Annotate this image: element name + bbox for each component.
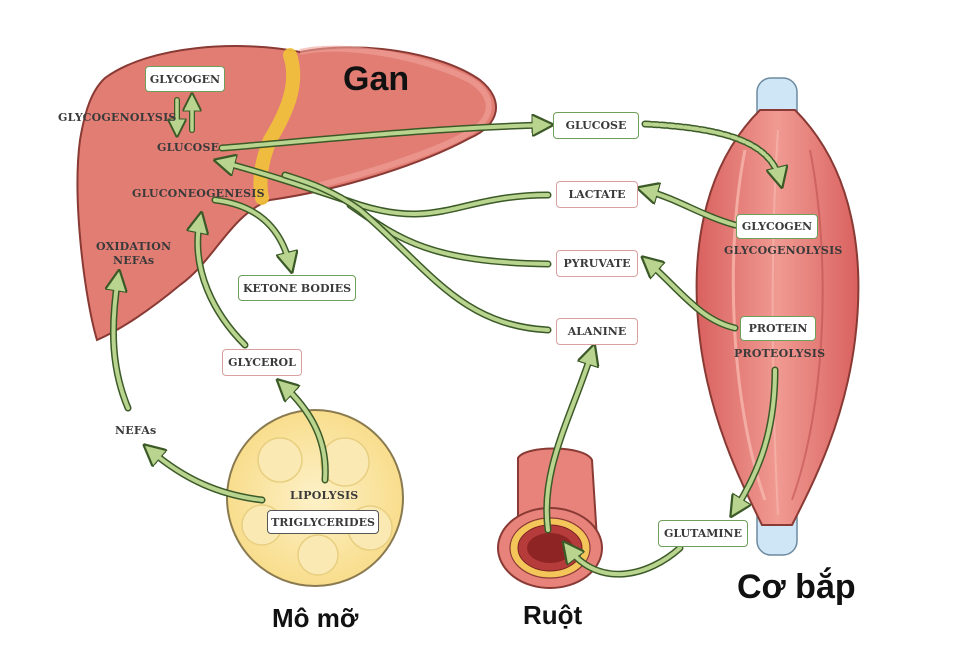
proteolysis-label: PROTEOLYSIS bbox=[734, 347, 826, 360]
liver-glucose-label: GLUCOSE bbox=[157, 141, 220, 154]
arrow-glucose-muscle bbox=[641, 120, 780, 180]
triglycerides-box: TRIGLYCERIDES bbox=[267, 510, 379, 534]
liver-title: Gan bbox=[343, 60, 410, 98]
intestine-title: Ruột bbox=[523, 600, 583, 630]
arrow-liver-glucose-out bbox=[218, 125, 545, 152]
arrow-glycogen-glucose bbox=[177, 100, 192, 130]
pyruvate-box: PYRUVATE bbox=[556, 250, 638, 277]
arrow-ketone bbox=[211, 196, 290, 265]
arrow-nefas-oxidation bbox=[113, 278, 132, 412]
arrow-protein-pyruvate bbox=[648, 262, 739, 332]
arrow-glycerol-liver bbox=[198, 220, 249, 349]
lipolysis-label: LIPOLYSIS bbox=[290, 489, 359, 502]
nefas-label: NEFAs bbox=[115, 424, 157, 437]
glutamine-box: GLUTAMINE bbox=[658, 520, 748, 547]
adipose-illustration bbox=[226, 409, 404, 587]
arrow-lipolysis-glycerol bbox=[283, 385, 329, 484]
muscle-title: Cơ bắp bbox=[737, 568, 856, 606]
arrow-pyruvate-liver bbox=[346, 201, 552, 268]
arrow-glutamine-intestine bbox=[568, 548, 684, 578]
gluconeogenesis-label: GLUCONEOGENESIS bbox=[132, 187, 265, 200]
arrow-proteolysis-glutamine bbox=[735, 366, 779, 510]
ketone-bodies-box: KETONE BODIES bbox=[238, 275, 356, 301]
oxidation-line2: NEFAs bbox=[112, 254, 155, 267]
glycerol-box: GLYCEROL bbox=[222, 349, 302, 376]
alanine-box: ALANINE bbox=[556, 318, 638, 345]
liver-glycogenolysis-label: GLYCOGENOLYSIS bbox=[58, 111, 177, 124]
muscle-glycogen-box: GLYCOGEN bbox=[736, 214, 818, 239]
liver-glycogen-box: GLYCOGEN bbox=[145, 66, 225, 92]
oxidation-label: OXIDATION NEFAs bbox=[96, 240, 171, 268]
muscle-glycogenolysis-label: GLYCOGENOLYSIS bbox=[724, 244, 843, 257]
oxidation-line1: OXIDATION bbox=[96, 240, 172, 253]
arrows bbox=[113, 100, 780, 578]
arrow-muscle-lactate bbox=[645, 190, 739, 229]
arrow-alanine-liver bbox=[281, 171, 552, 334]
glucose-box: GLUCOSE bbox=[553, 112, 639, 139]
adipose-title: Mô mỡ bbox=[272, 603, 359, 633]
lactate-box: LACTATE bbox=[556, 181, 638, 208]
arrow-lactate-liver bbox=[222, 162, 552, 218]
protein-box: PROTEIN bbox=[740, 316, 816, 341]
arrow-lipolysis-nefas bbox=[150, 450, 266, 504]
arrow-intestine-alanine bbox=[543, 352, 592, 534]
